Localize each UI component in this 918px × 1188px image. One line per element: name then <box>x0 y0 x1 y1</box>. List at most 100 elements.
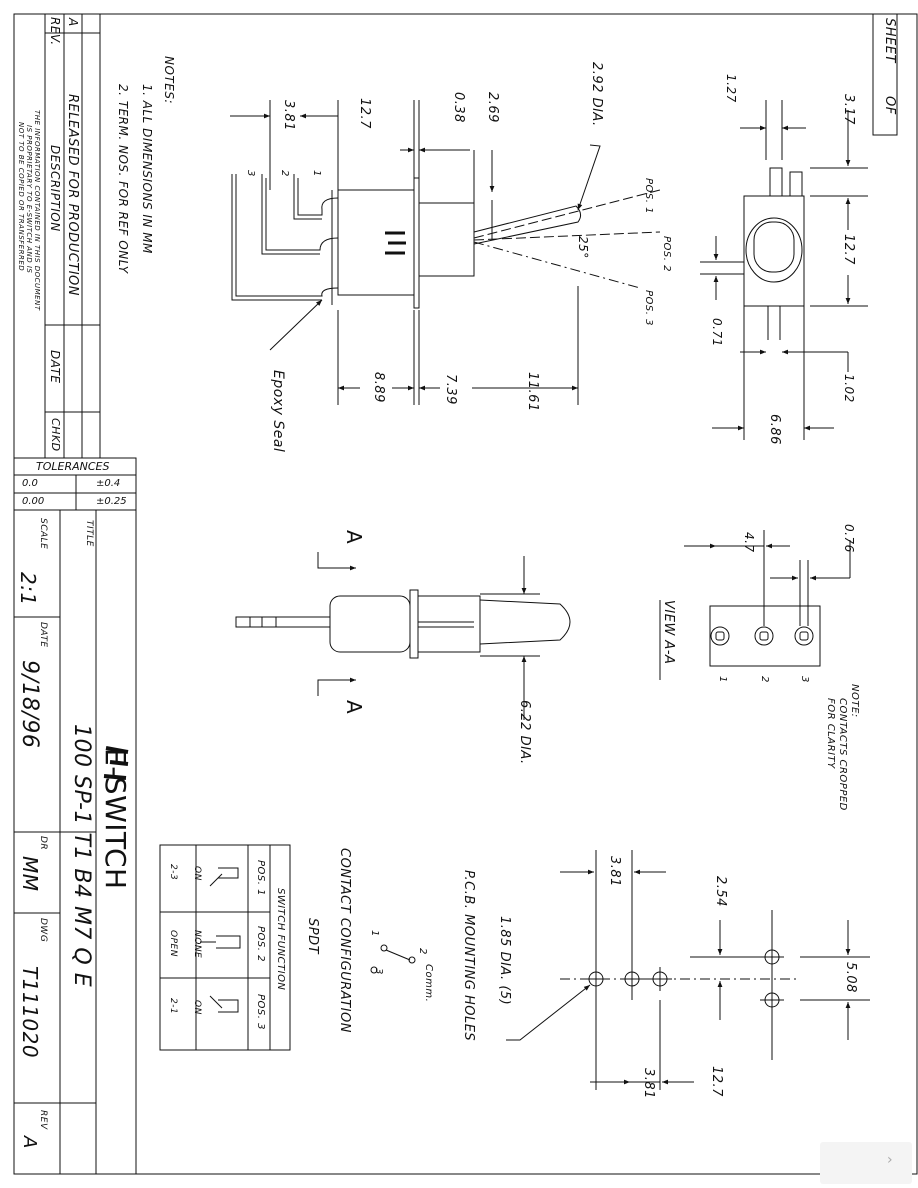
description-value: RELEASED FOR PRODUCTION <box>65 94 80 297</box>
sf-pos-3: POS. 3 <box>255 994 266 1030</box>
company-name: E-SWITCH <box>99 748 132 890</box>
next-page-icon[interactable]: › <box>887 1152 893 1168</box>
pos-3-label: POS. 3 <box>643 290 654 326</box>
view-terminal-3: 3 <box>799 676 810 683</box>
dim-6-22-dia: 6.22 DIA. <box>517 700 532 765</box>
contact-t2: 2 <box>417 948 428 955</box>
sheet-label: SHEET <box>882 18 897 63</box>
view-note-3: FOR CLARITY <box>825 698 836 769</box>
description-header: DESCRIPTION <box>48 145 62 232</box>
angle-label: 25° <box>576 236 590 259</box>
dim-2-92-dia: 2.92 DIA. <box>589 62 604 127</box>
tolerance-value-1: ±0.4 <box>96 478 121 489</box>
epoxy-seal-label: Epoxy Seal <box>270 370 286 453</box>
dim-1-02: 1.02 <box>842 374 856 403</box>
sf-state-1: ON <box>192 866 202 881</box>
chkd-header: CHKD <box>49 418 62 452</box>
dwg-label: DWG <box>38 918 48 943</box>
pcb-dim-5-08: 5.08 <box>843 962 858 993</box>
rev-header: REV. <box>48 17 62 46</box>
sf-pos-1: POS. 1 <box>255 860 266 896</box>
sheet-of-label: OF <box>882 96 897 115</box>
sf-state-3: ON <box>192 1000 202 1015</box>
note-2: 2. TERM. NOS. FOR REF ONLY <box>116 84 130 274</box>
sf-pins-2: OPEN <box>168 930 178 957</box>
dim-2-69: 2.69 <box>485 92 500 123</box>
contact-t1: 1 <box>369 930 380 937</box>
view-note-2: CONTACTS CROPPED <box>837 698 848 811</box>
proprietary-line-3: NOT TO BE COPIED OR TRANSFERRED <box>17 122 25 272</box>
front-view <box>700 100 868 440</box>
dim-12-7: 12.7 <box>357 98 372 129</box>
contact-type: SPDT <box>305 918 320 955</box>
view-a-a-title: VIEW A-A <box>661 600 676 665</box>
proprietary-line-2: IS PROPRIETARY TO E-SWITCH AND IS <box>25 125 33 274</box>
drawing-border <box>13 13 918 1175</box>
section-a-top: A <box>342 530 366 545</box>
notes-header: NOTES: <box>162 56 176 104</box>
pcb-hole-label: 1.85 DIA. (5) <box>497 916 512 1006</box>
terminal-1: 1 <box>311 170 322 177</box>
view-terminal-1: 1 <box>717 676 728 683</box>
pcb-dim-2-54: 2.54 <box>713 876 728 907</box>
contact-t3: 3 <box>373 968 384 975</box>
pcb-dim-3-81-top: 3.81 <box>607 856 622 887</box>
date-header: DATE <box>48 350 62 384</box>
dim-4-7: 4.7 <box>742 532 756 553</box>
view-a-a <box>659 530 851 680</box>
pcb-mounting-holes <box>506 850 870 1090</box>
rev-value: A <box>66 18 80 27</box>
note-1: 1. ALL DIMENSIONS IN MM <box>140 84 154 254</box>
dim-3-17: 3.17 <box>841 94 856 125</box>
dim-11-61: 11.61 <box>525 372 540 412</box>
pos-1-label: POS. 1 <box>643 178 654 214</box>
proprietary-line-1: THE INFORMATION CONTAINED IN THIS DOCUME… <box>33 110 41 311</box>
dim-1-27: 1.27 <box>724 74 738 103</box>
tolerance-format-2: 0.00 <box>22 496 45 507</box>
side-view <box>230 100 661 405</box>
pcb-dim-3-81-bottom: 3.81 <box>641 1068 656 1099</box>
pos-2-label: POS. 2 <box>661 236 672 272</box>
scale-value: 2:1 <box>16 572 40 606</box>
dim-0-38: 0.38 <box>451 92 466 123</box>
spdt-schematic <box>370 944 416 974</box>
dwg-value: T111020 <box>18 966 42 1059</box>
dim-3-81: 3.81 <box>281 100 296 131</box>
dr-label: DR <box>38 836 48 851</box>
tolerance-format-1: 0.0 <box>22 478 38 489</box>
switch-function-table <box>159 844 291 1051</box>
dr-value: MM <box>18 856 42 892</box>
contact-config-title: CONTACT CONFIGURATION <box>337 848 352 1033</box>
scale-label: SCALE <box>38 518 48 550</box>
rev-label: REV <box>38 1110 48 1130</box>
title-label: TITLE <box>84 520 94 547</box>
terminal-3: 3 <box>245 170 256 177</box>
dim-8-89: 8.89 <box>371 372 386 403</box>
pcb-title: P.C.B. MOUNTING HOLES <box>461 870 476 1042</box>
sf-pins-1: 2-3 <box>168 864 178 881</box>
view-terminal-2: 2 <box>759 676 770 683</box>
terminal-2: 2 <box>279 170 290 177</box>
dim-0-76: 0.76 <box>842 524 856 553</box>
sf-pos-2: POS. 2 <box>255 926 266 962</box>
dim-6-86: 6.86 <box>767 414 782 445</box>
date-value: 9/18/96 <box>17 660 42 749</box>
title-block <box>14 458 137 1174</box>
date-label: DATE <box>38 622 48 648</box>
section-a-bottom: A <box>342 700 366 715</box>
part-title: 100 SP-1 T1 B4 M7 Q E <box>69 724 94 988</box>
e-switch-logo <box>103 746 129 780</box>
switch-function-title: SWITCH FUNCTION <box>275 888 286 991</box>
sf-pins-3: 2-1 <box>168 998 178 1015</box>
contact-comm: Comm. <box>423 964 434 1003</box>
sheet-box <box>872 14 898 136</box>
dim-0-71: 0.71 <box>710 318 724 347</box>
viewer-toolbar <box>820 1142 912 1184</box>
pcb-dim-12-7: 12.7 <box>709 1066 724 1097</box>
sf-state-2: NONE <box>192 930 202 959</box>
top-view <box>235 552 571 720</box>
revision-block <box>14 14 101 459</box>
rev-title-value: A <box>19 1136 40 1149</box>
view-note-1: NOTE: <box>849 684 860 718</box>
